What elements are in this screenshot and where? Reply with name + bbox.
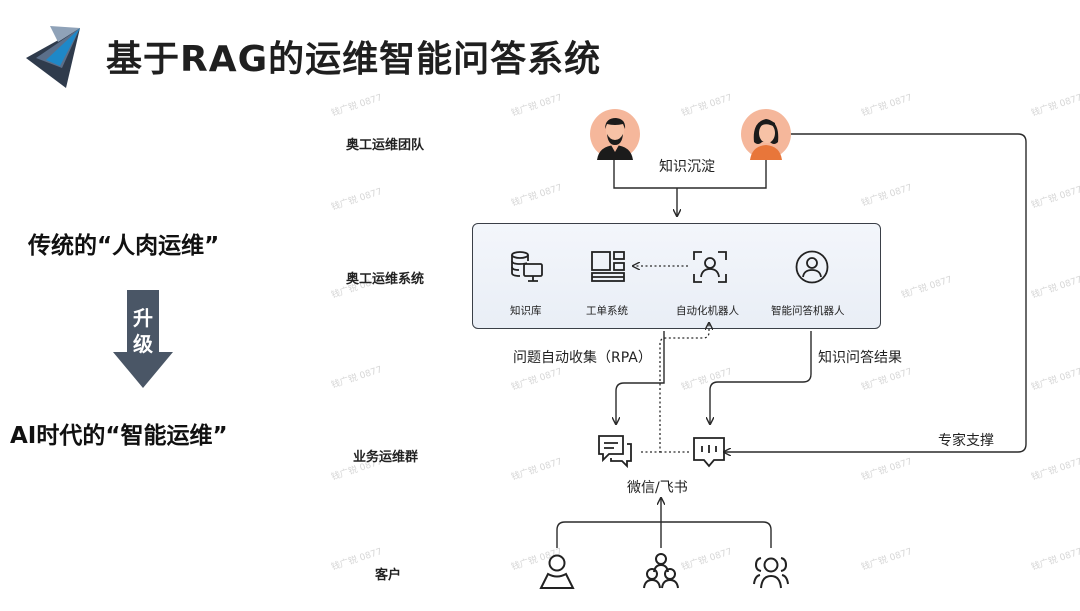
qa-result-label: 知识问答结果 — [818, 350, 902, 366]
row-label-customer: 客户 — [375, 568, 402, 583]
system-item-ticket-label: 工单系统 — [586, 305, 628, 317]
auto-collect-label: 问题自动收集（RPA） — [513, 350, 652, 366]
chat-bubble-icon — [598, 435, 632, 468]
system-item-robot-label: 自动化机器人 — [676, 305, 739, 317]
ai-ops-label: AI时代的“智能运维” — [10, 423, 228, 449]
database-icon — [511, 251, 543, 282]
upgrade-arrow-icon — [113, 290, 173, 388]
customer-person-icon — [539, 554, 575, 589]
platform-label: 微信/飞书 — [627, 480, 688, 496]
row-label-group: 业务运维群 — [353, 450, 419, 465]
automation-robot-icon — [693, 251, 727, 283]
expert-support-label: 专家支撑 — [938, 433, 994, 449]
customer-group-icon — [643, 553, 679, 589]
qa-robot-icon — [795, 250, 829, 284]
ticket-system-icon — [591, 251, 625, 282]
message-icon — [693, 437, 725, 468]
upgrade-char-1: 升 — [133, 306, 153, 330]
male-engineer-avatar-icon — [590, 109, 640, 160]
female-engineer-avatar-icon — [741, 109, 791, 160]
system-item-kb-label: 知识库 — [510, 305, 542, 317]
logo-icon — [26, 26, 80, 88]
page-title: 基于RAG的运维智能问答系统 — [106, 39, 602, 80]
traditional-ops-label: 传统的“人肉运维” — [28, 233, 220, 259]
knowledge-accumulation-label: 知识沉淀 — [659, 159, 715, 175]
customer-team-icon — [753, 557, 789, 589]
row-label-team: 奥工运维团队 — [346, 138, 425, 153]
upgrade-char-2: 级 — [133, 332, 153, 356]
system-item-qa-label: 智能问答机器人 — [771, 305, 845, 317]
row-label-system: 奥工运维系统 — [346, 272, 425, 287]
